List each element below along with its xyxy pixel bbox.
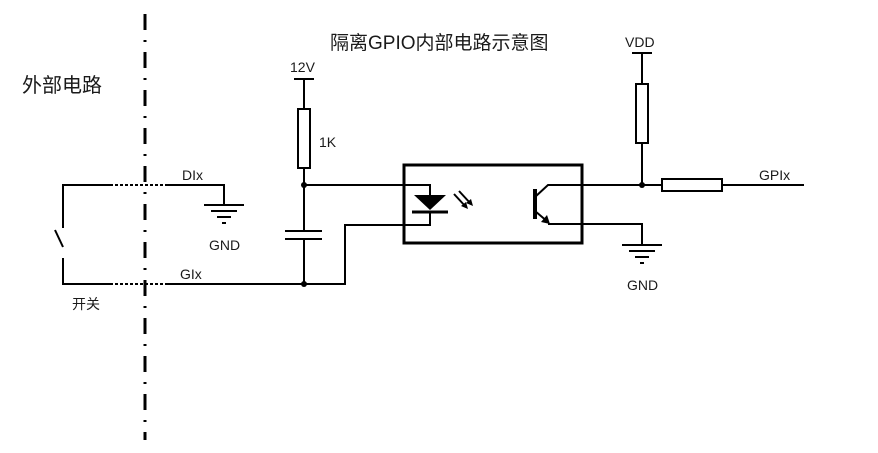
resistor-series [661, 178, 723, 192]
gnd-left-label: GND [209, 237, 240, 253]
switch-label: 开关 [72, 296, 100, 312]
gix-wire [168, 224, 404, 285]
optocoupler [402, 163, 584, 245]
light-emission-arrows-icon [453, 190, 473, 209]
dix-wire [168, 184, 225, 205]
junction-dot-bottom [301, 281, 307, 287]
led-icon [404, 184, 448, 226]
resistor-pullup [635, 83, 649, 144]
dix-label: DIx [182, 167, 203, 183]
gix-label: GIx [180, 266, 202, 282]
vdd-label: VDD [625, 34, 655, 50]
junction-dot-output [639, 182, 645, 188]
diagram-title: 隔离GPIO内部电路示意图 [330, 32, 549, 54]
ground-symbol-right [622, 244, 662, 264]
supply-12v-label: 12V [290, 59, 316, 75]
gpix-label: GPIx [759, 167, 790, 183]
ground-symbol-left [204, 204, 244, 224]
emitter-wire [582, 223, 643, 245]
resistor-1k [297, 108, 311, 169]
capacitor [285, 230, 322, 240]
phototransistor-icon [533, 184, 582, 225]
gnd-right-label: GND [627, 277, 658, 293]
switch [54, 184, 110, 285]
resistor-1k-label: 1K [319, 134, 337, 150]
external-circuit-label: 外部电路 [22, 74, 102, 97]
